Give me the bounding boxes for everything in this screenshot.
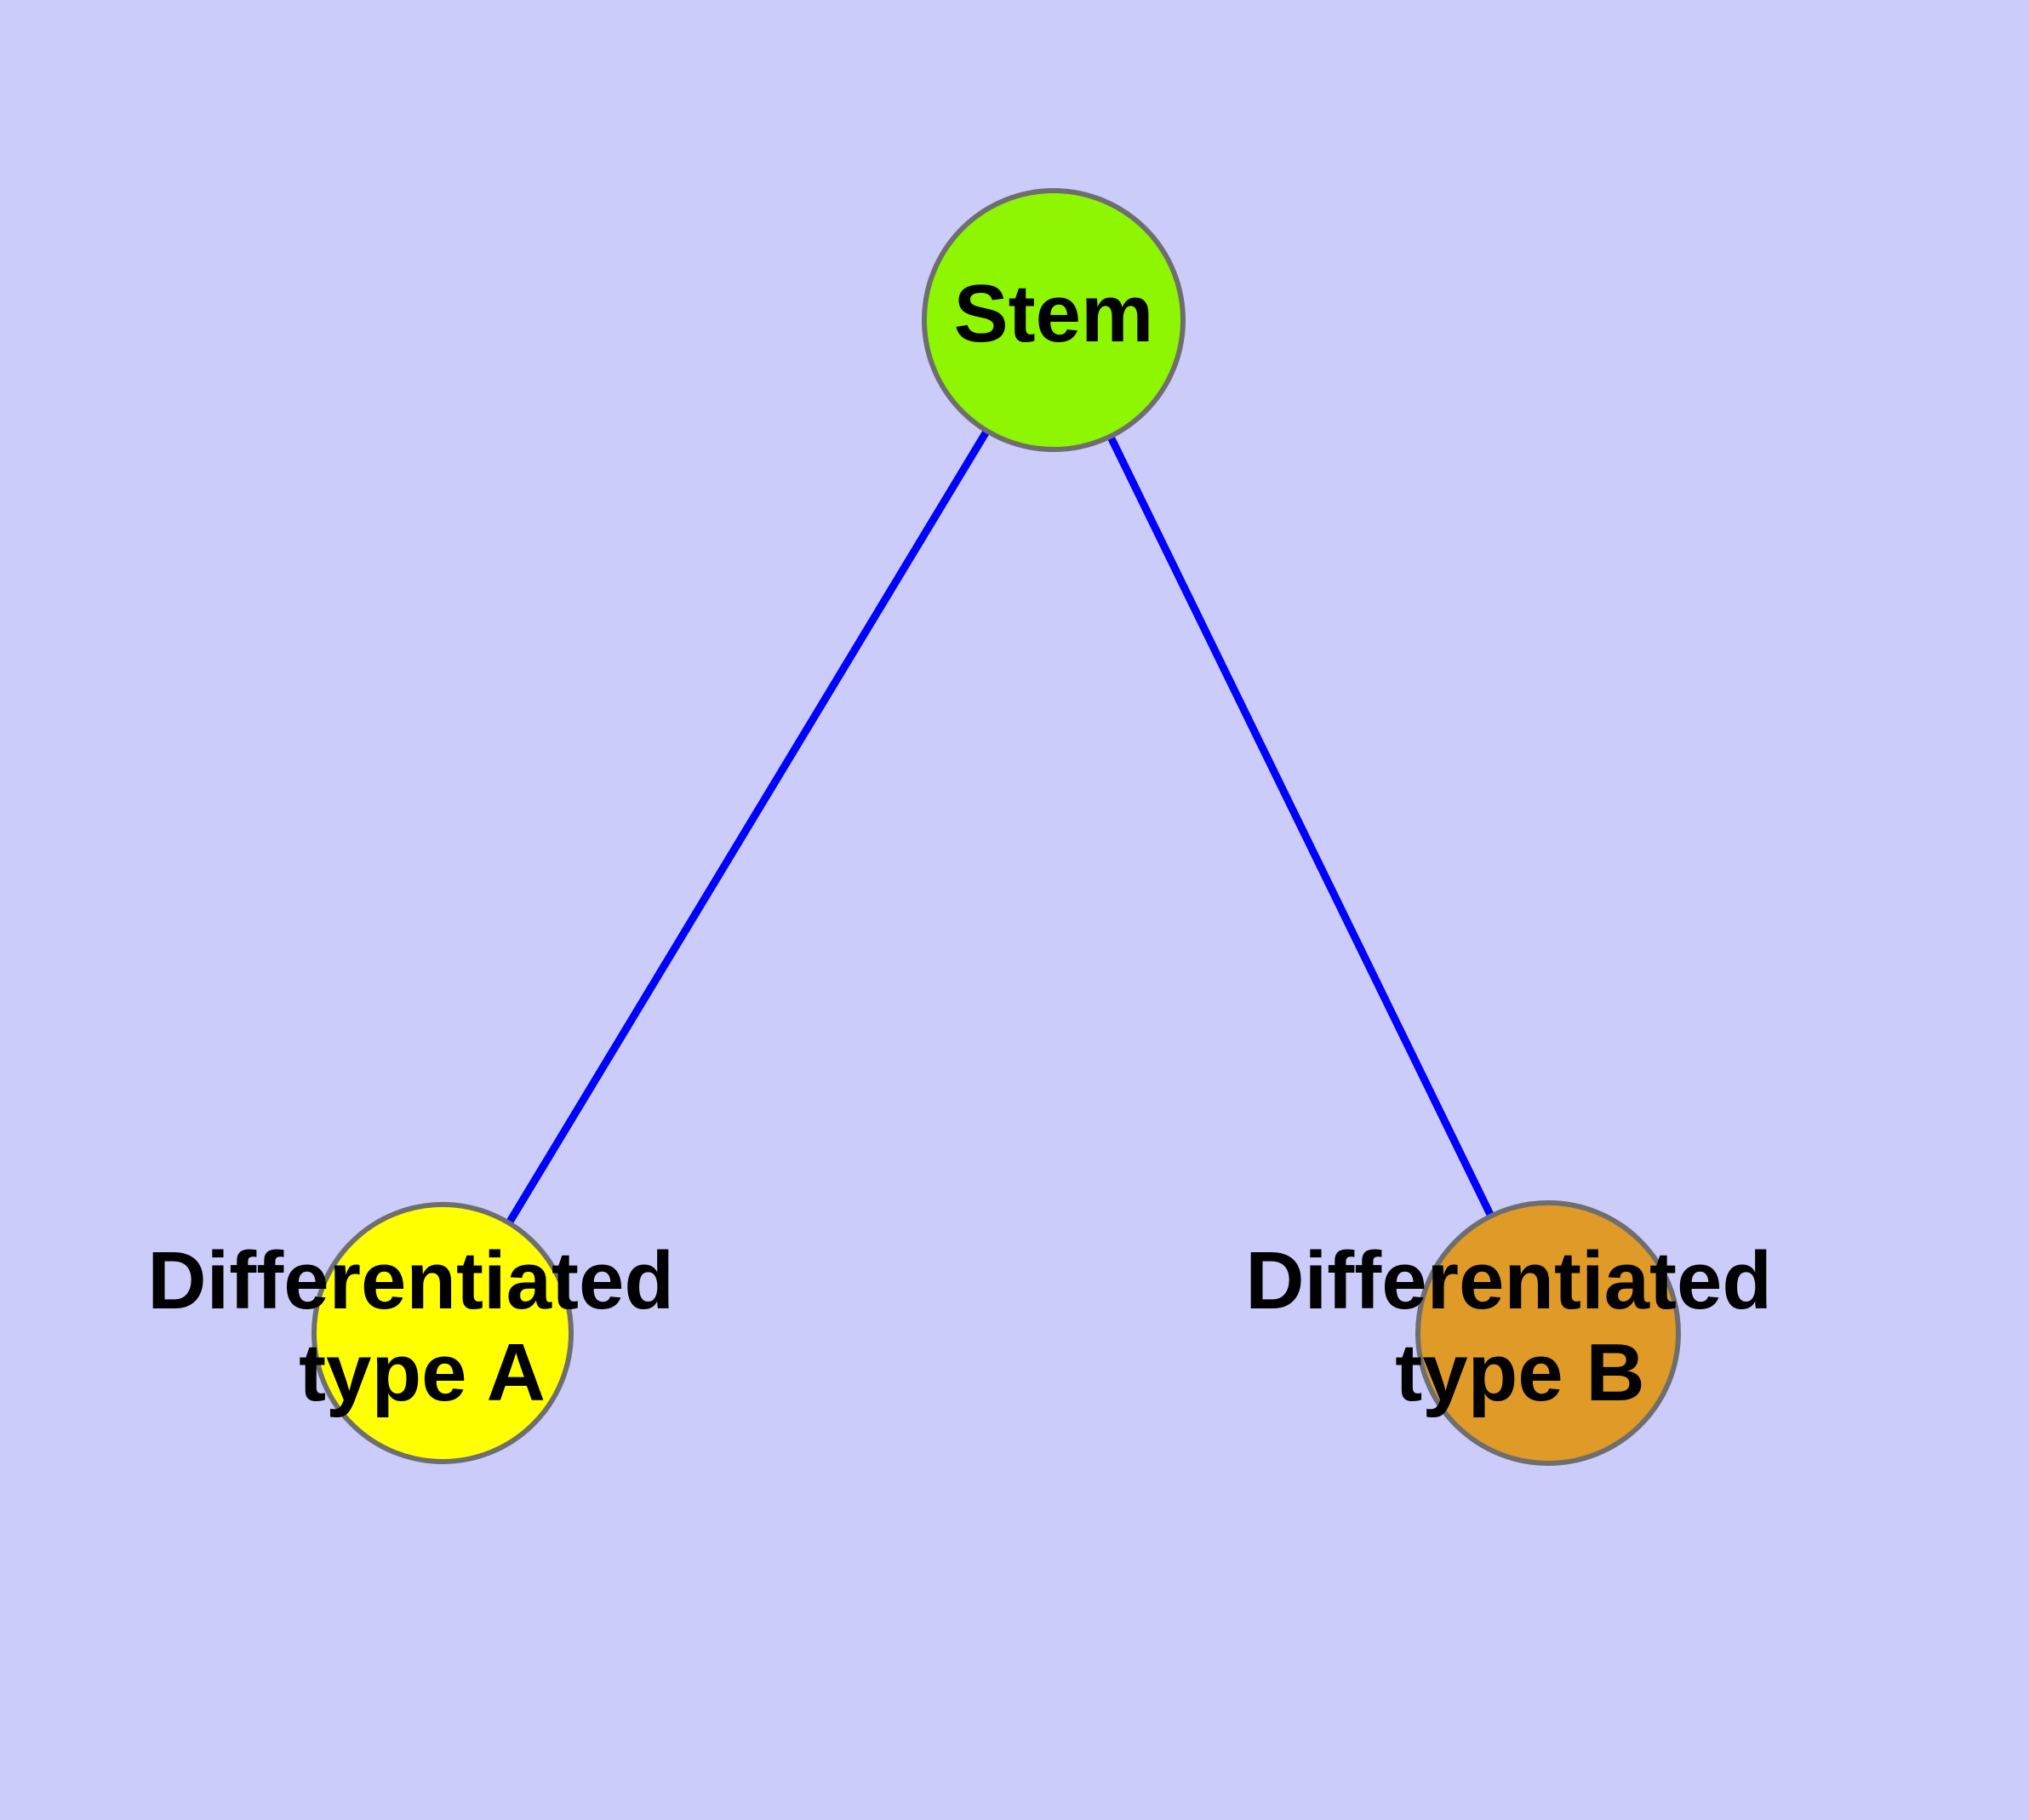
edge-stem-to-diff-b[interactable]	[1049, 318, 1552, 1335]
node-diff-a-label-line-1: Differentiated	[147, 1236, 674, 1327]
node-diff-b-circle[interactable]	[1415, 1200, 1681, 1466]
node-diff-a[interactable]: Differentiated type A	[147, 1202, 696, 1464]
node-diff-a-circle[interactable]	[311, 1202, 574, 1464]
node-stem-circle[interactable]	[922, 188, 1186, 452]
node-diff-a-label-line-2: type A	[299, 1327, 546, 1418]
node-diff-b-label-line-1: Differentiated	[1245, 1236, 1772, 1327]
node-diff-a-label: Differentiated type A	[147, 1236, 696, 1419]
edge-layer	[439, 318, 1552, 1336]
node-diff-b-label: Differentiated type B	[1245, 1236, 1794, 1419]
node-layer: Stem Differentiated type A Differentiate…	[147, 188, 1794, 1466]
node-stem[interactable]: Stem	[922, 188, 1186, 452]
edge-stem-to-diff-a[interactable]	[439, 318, 1057, 1336]
node-stem-label: Stem	[954, 268, 1154, 359]
node-diff-b-label-line-2: type B	[1395, 1327, 1644, 1418]
node-stem-label-line-1: Stem	[954, 268, 1154, 359]
node-diff-b[interactable]: Differentiated type B	[1245, 1200, 1794, 1466]
